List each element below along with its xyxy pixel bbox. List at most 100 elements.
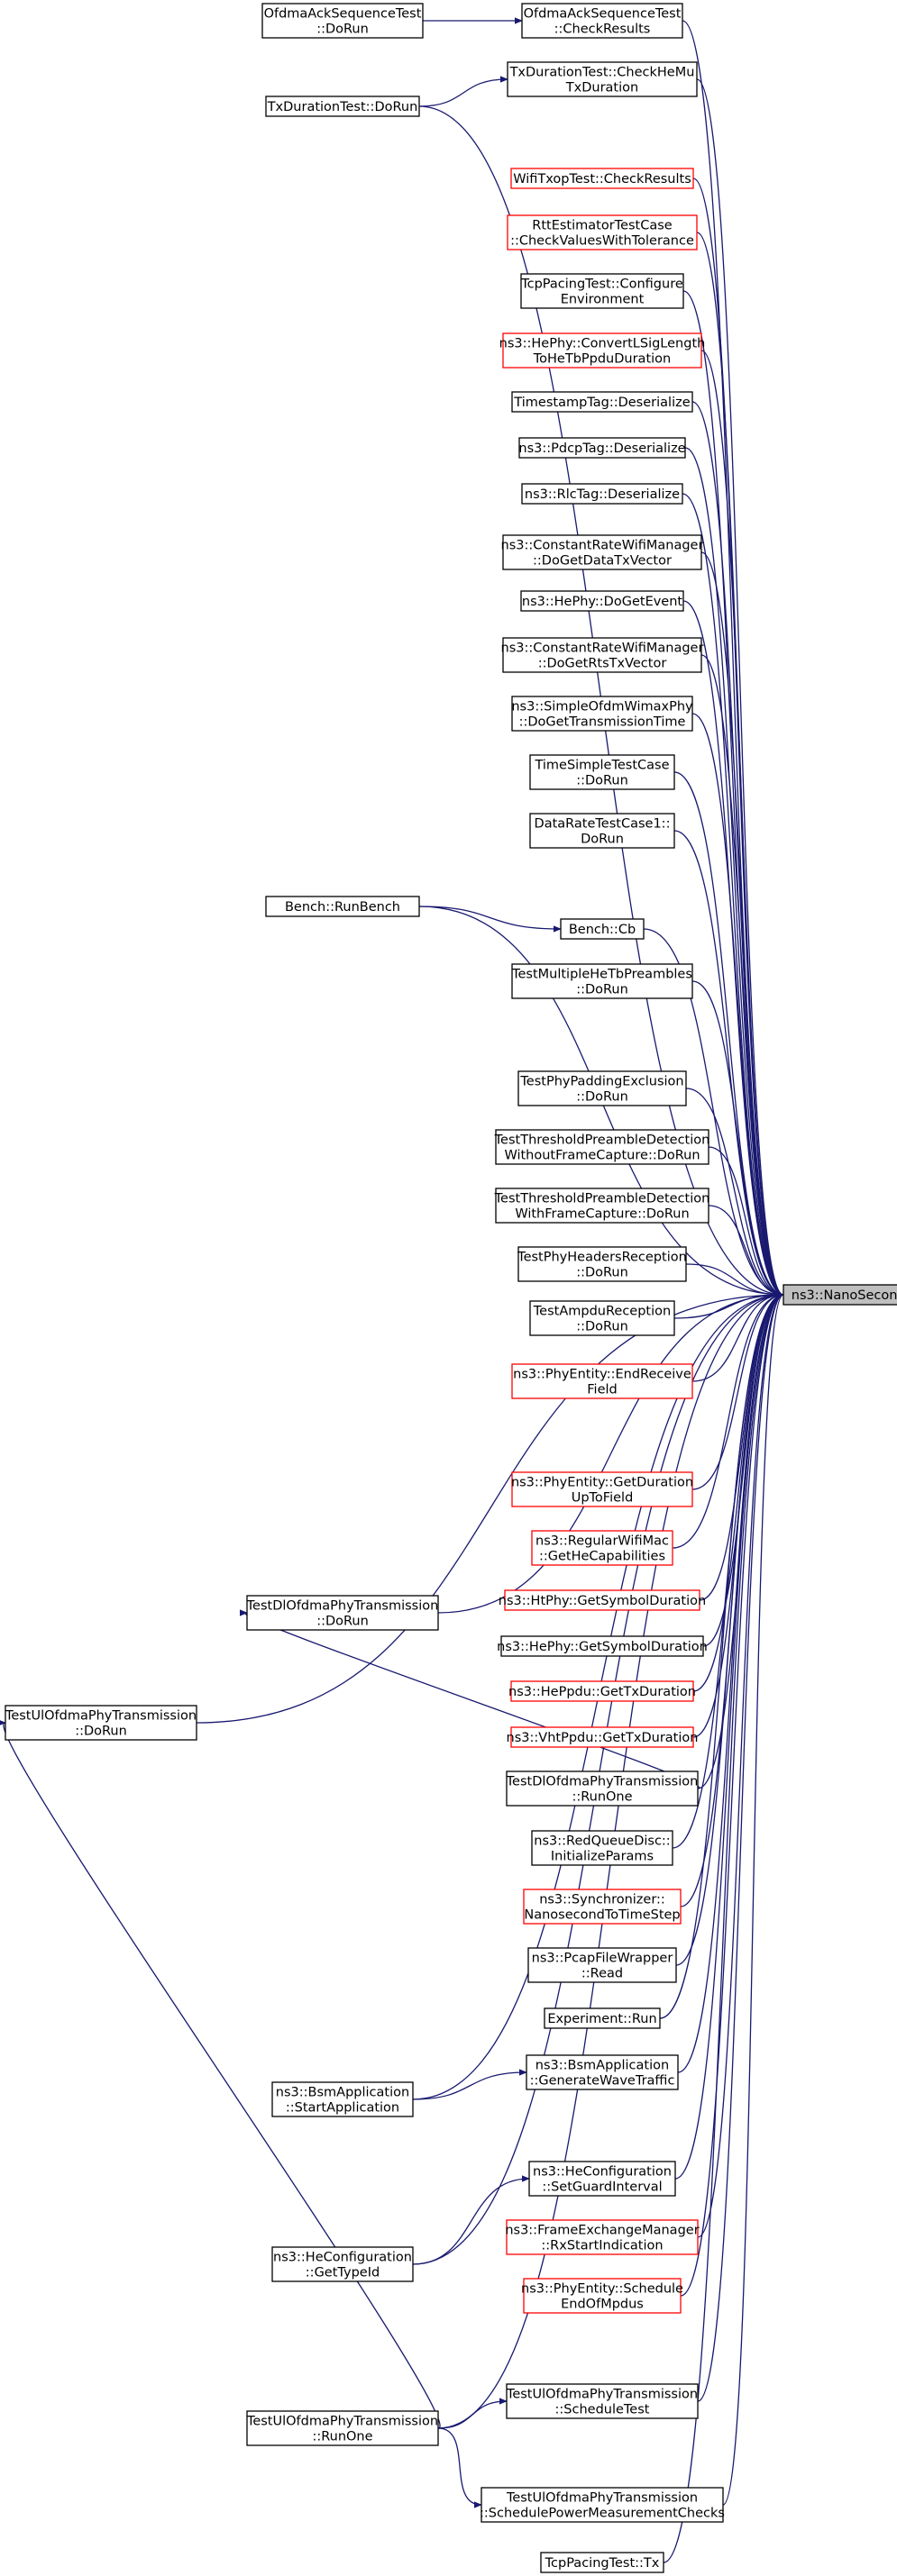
node-function[interactable]: TestDlOfdmaPhyTransmission::RunOne <box>506 1770 699 1807</box>
node-function[interactable]: TestUlOfdmaPhyTransmission::SchedulePowe… <box>480 2487 725 2523</box>
node-function[interactable]: TimestampTag::Deserialize <box>511 391 693 413</box>
node-function[interactable]: ns3::Synchronizer::NanosecondToTimeStep <box>523 1889 682 1925</box>
call-edge <box>700 551 784 1298</box>
node-label: ::StartApplication <box>286 2101 399 2116</box>
node-function[interactable]: ns3::HeConfiguration::SetGuardInterval <box>528 2161 676 2197</box>
node-label: ns3::RegularWifiMac <box>535 1534 669 1549</box>
node-function[interactable]: Experiment::Run <box>544 2007 661 2029</box>
node-box <box>517 1070 687 1106</box>
node-function[interactable]: TestPhyPaddingExclusion::DoRun <box>517 1070 687 1106</box>
call-edge <box>418 906 562 933</box>
node-label: ::SetGuardInterval <box>542 2180 662 2195</box>
node-function[interactable]: ns3::BsmApplication::StartApplication <box>271 2081 414 2117</box>
node-label: TxDuration <box>565 81 638 96</box>
node-box <box>523 2278 682 2314</box>
node-function[interactable]: ns3::HePhy::GetSymbolDuration <box>497 1635 708 1657</box>
node-label: ::DoRun <box>316 23 369 37</box>
node-box <box>560 918 645 940</box>
call-edge <box>659 1291 784 2019</box>
node-label: TestDlOfdmaPhyTransmission <box>246 1599 439 1614</box>
call-edge <box>0 1719 441 2429</box>
call-edge <box>437 2427 482 2508</box>
node-root-nanoseconds[interactable]: ns3::NanoSeconds <box>783 1284 897 1306</box>
call-edge <box>685 1263 784 1298</box>
node-box <box>271 2081 414 2117</box>
node-function[interactable]: OfdmaAckSequenceTest::DoRun <box>261 3 424 39</box>
node-label: TestPhyHeadersReception <box>517 1251 687 1265</box>
node-function[interactable]: RttEstimatorTestCase::CheckValuesWithTol… <box>507 214 698 250</box>
node-box <box>544 2007 661 2029</box>
node-function[interactable]: Bench::RunBench <box>265 896 420 917</box>
node-label: ns3::HeConfiguration <box>273 2251 412 2265</box>
node-box <box>520 590 684 612</box>
node-box <box>517 1246 687 1282</box>
node-function[interactable]: ns3::HePpdu::GetTxDuration <box>508 1680 696 1702</box>
node-function[interactable]: TxDurationTest::DoRun <box>265 96 420 117</box>
node-function[interactable]: ns3::HePhy::DoGetEvent <box>520 590 684 612</box>
call-edge <box>691 1291 784 1490</box>
node-function[interactable]: ns3::FrameExchangeManager::RxStartIndica… <box>505 2219 700 2255</box>
node-function[interactable]: ns3::SimpleOfdmWimaxPhy::DoGetTransmissi… <box>511 696 693 732</box>
node-function[interactable]: TestUlOfdmaPhyTransmission::DoRun <box>5 1705 197 1741</box>
node-label: ::DoRun <box>576 1090 628 1105</box>
node-function[interactable]: TestMultipleHeTbPreambles::DoRun <box>511 963 693 999</box>
node-function[interactable]: OfdmaAckSequenceTest::CheckResults <box>521 3 683 39</box>
node-function[interactable]: TcpPacingTest::Tx <box>540 2552 664 2573</box>
node-function[interactable]: TestThresholdPreambleDetectionWithoutFra… <box>494 1129 710 1165</box>
node-label: TimestampTag::Deserialize <box>513 396 690 410</box>
node-function[interactable]: ns3::BsmApplication::GenerateWaveTraffic <box>526 2054 679 2090</box>
node-function[interactable]: ns3::RegularWifiMac::GetHeCapabilities <box>531 1530 673 1566</box>
node-label: ::DoRun <box>576 983 628 997</box>
node-function[interactable]: ns3::ConstantRateWifiManager::DoGetDataT… <box>501 534 704 570</box>
node-function[interactable]: ns3::PdcpTag::Deserialize <box>518 437 686 459</box>
node-label: OfdmaAckSequenceTest <box>264 7 422 22</box>
call-edge <box>708 1205 784 1298</box>
node-function[interactable]: TimeSimpleTestCase::DoRun <box>529 754 675 790</box>
node-label: ns3::BsmApplication <box>276 2086 409 2100</box>
node-function[interactable]: WifiTxopTest::CheckResults <box>510 168 694 189</box>
node-function[interactable]: ns3::VhtPpdu::GetTxDuration <box>507 1726 699 1748</box>
node-function[interactable]: ns3::RedQueueDisc::InitializeParams <box>531 1830 673 1866</box>
node-function[interactable]: TestPhyHeadersReception::DoRun <box>517 1246 687 1282</box>
node-box <box>507 214 698 250</box>
node-box <box>529 1300 675 1336</box>
call-edge <box>673 771 784 1298</box>
node-function[interactable]: TestUlOfdmaPhyTransmission::RunOne <box>246 2410 439 2446</box>
node-box <box>783 1284 897 1306</box>
node-label: OfdmaAckSequenceTest <box>524 7 682 22</box>
node-label: TcpPacingTest::Configure <box>520 278 683 292</box>
call-edge <box>674 1291 784 2180</box>
node-function[interactable]: ns3::HeConfiguration::GetTypeId <box>271 2246 414 2282</box>
call-edge <box>700 350 784 1298</box>
node-label: ::GetTypeId <box>306 2266 380 2280</box>
node-label: ns3::FrameExchangeManager <box>505 2224 699 2238</box>
call-edge <box>691 713 784 1298</box>
node-label: TxDurationTest::CheckHeMu <box>509 66 695 80</box>
node-label: ::DoRun <box>75 1725 127 1739</box>
node-function[interactable]: Bench::Cb <box>560 918 645 940</box>
node-function[interactable]: ns3::ConstantRateWifiManager::DoGetRtsTx… <box>501 637 704 673</box>
node-box <box>265 96 420 117</box>
node-function[interactable]: TestUlOfdmaPhyTransmission::ScheduleTest <box>506 2383 699 2419</box>
node-label: TestDlOfdmaPhyTransmission <box>506 1775 699 1789</box>
node-function[interactable]: ns3::PcapFileWrapper::Read <box>527 1947 677 1983</box>
node-box <box>511 1471 693 1507</box>
node-function[interactable]: TestDlOfdmaPhyTransmission::DoRun <box>246 1595 439 1631</box>
node-function[interactable]: TestThresholdPreambleDetectionWithFrameC… <box>494 1188 710 1224</box>
node-function[interactable]: ns3::HePhy::ConvertLSigLengthToHeTbPpduD… <box>499 332 706 369</box>
node-function[interactable]: TestAmpduReception::DoRun <box>529 1300 675 1336</box>
node-function[interactable]: DataRateTestCase1::DoRun <box>529 813 675 849</box>
node-function[interactable]: ns3::HtPhy::GetSymbolDuration <box>499 1589 706 1611</box>
node-label: ::DoGetTransmissionTime <box>519 715 686 730</box>
node-function[interactable]: ns3::RlcTag::Deserialize <box>521 483 683 505</box>
node-box <box>510 168 694 189</box>
call-edge <box>700 654 784 1298</box>
node-box <box>495 1188 709 1224</box>
node-label: ::DoRun <box>576 774 628 788</box>
